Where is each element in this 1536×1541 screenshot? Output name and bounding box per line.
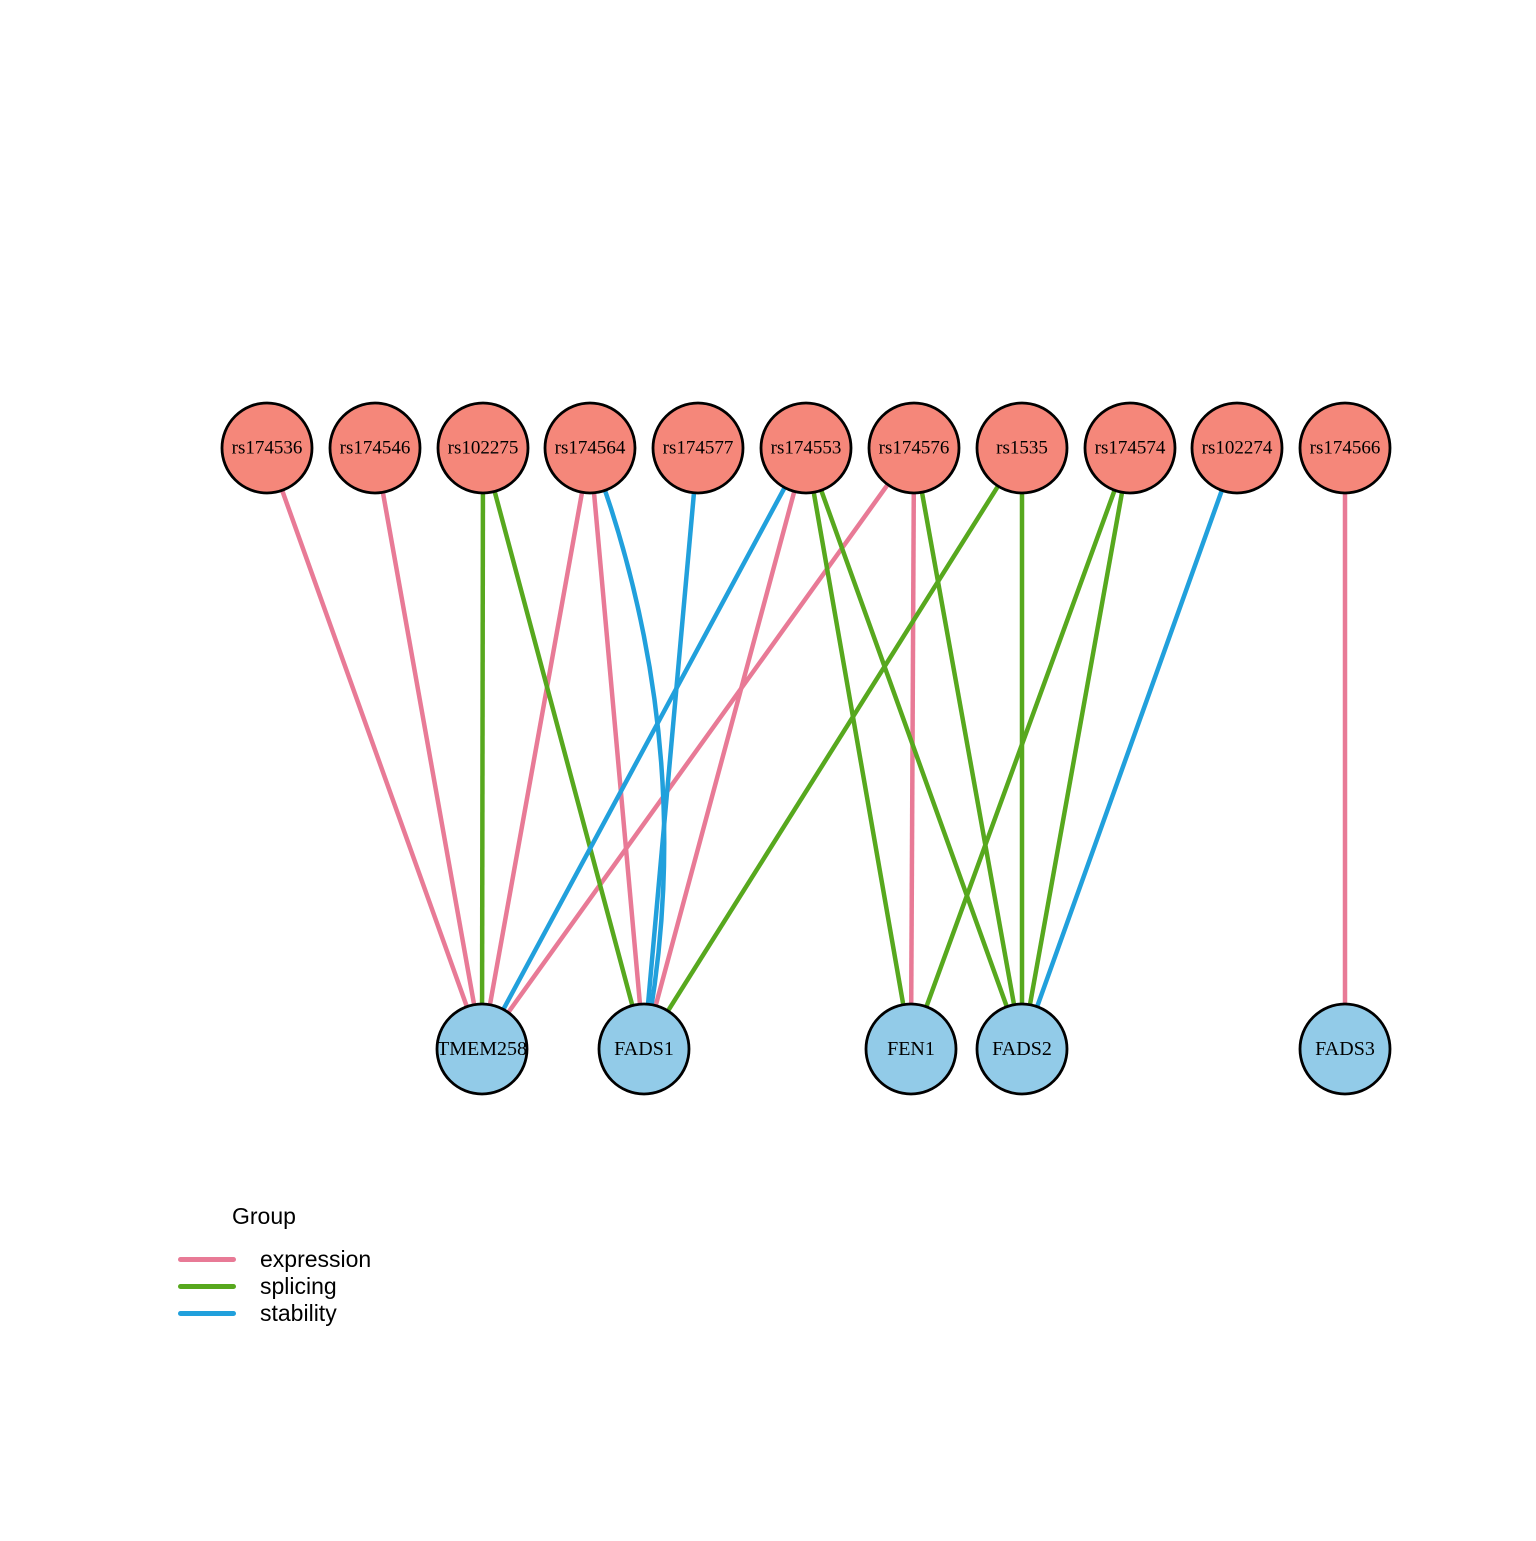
edge-rs174577-FADS1-stability <box>641 447 701 1050</box>
snp-node-circle-rs102274 <box>1190 401 1284 495</box>
snp-node-label-rs1535: rs1535 <box>996 438 1048 459</box>
edge-rs174576-TMEM258-expression <box>480 446 916 1051</box>
snp-node-circle-rs174576 <box>867 401 961 495</box>
snp-node-circle-rs174553 <box>759 401 853 495</box>
snp-node-rs174577: rs174577 <box>651 401 745 495</box>
gene-node-FADS2: FADS2 <box>975 1002 1069 1096</box>
snp-node-label-rs174566: rs174566 <box>1310 438 1381 459</box>
legend-swatch-expression <box>178 1257 236 1262</box>
snp-node-rs174546: rs174546 <box>328 401 422 495</box>
snp-node-rs102274: rs102274 <box>1190 401 1284 495</box>
legend-swatch-splicing <box>178 1284 236 1289</box>
snp-node-circle-rs174564 <box>543 401 637 495</box>
legend-swatch-stability <box>178 1311 236 1316</box>
edge-rs174553-FEN1-splicing <box>803 447 914 1050</box>
edge-rs1535-FADS1-splicing <box>642 446 1024 1051</box>
snp-node-label-rs174546: rs174546 <box>340 438 411 459</box>
edge-rs102275-TMEM258-splicing <box>479 447 486 1050</box>
edge-rs174546-TMEM258-expression <box>372 447 485 1050</box>
snp-node-rs174536: rs174536 <box>220 401 314 495</box>
edge-rs174564-FADS1-expression <box>587 447 647 1050</box>
legend-label-splicing: splicing <box>260 1273 337 1299</box>
legend-title: Group <box>232 1203 296 1229</box>
snp-node-label-rs102275: rs102275 <box>448 438 519 459</box>
snp-node-rs174566: rs174566 <box>1298 401 1392 495</box>
snp-node-label-rs174536: rs174536 <box>232 438 303 459</box>
snp-node-circle-rs174574 <box>1083 401 1177 495</box>
edge-rs174564-TMEM258-expression <box>479 447 593 1050</box>
snp-node-rs102275: rs102275 <box>436 401 530 495</box>
gene-node-circle-FADS1 <box>597 1002 691 1096</box>
snp-node-circle-rs174536 <box>220 401 314 495</box>
snp-node-rs174564: rs174564 <box>543 401 637 495</box>
edge-rs174553-FADS1-expression <box>641 447 809 1050</box>
gene-node-label-FADS1: FADS1 <box>614 1038 674 1060</box>
gene-node-circle-FEN1 <box>864 1002 958 1096</box>
edge-rs174564-FADS1-stability <box>587 447 667 1050</box>
gene-node-label-FEN1: FEN1 <box>887 1038 935 1060</box>
edge-rs174536-TMEM258-expression <box>264 447 485 1050</box>
legend-item-splicing: splicing <box>178 1273 371 1300</box>
snp-node-circle-rs102275 <box>436 401 530 495</box>
snp-node-label-rs174576: rs174576 <box>879 438 950 459</box>
gene-node-circle-FADS3 <box>1298 1002 1392 1096</box>
edge-rs174553-TMEM258-stability <box>480 446 808 1051</box>
edge-rs102275-FADS1-splicing <box>480 447 647 1050</box>
edge-rs174574-FEN1-splicing <box>908 447 1133 1050</box>
edge-rs174576-FADS2-splicing <box>911 447 1025 1050</box>
gene-node-circle-TMEM258 <box>435 1002 529 1096</box>
edge-rs174553-FADS2-splicing <box>803 447 1025 1050</box>
snp-node-circle-rs174546 <box>328 401 422 495</box>
gene-node-FADS3: FADS3 <box>1298 1002 1392 1096</box>
edge-rs102274-FADS2-stability <box>1019 447 1240 1050</box>
snp-node-circle-rs174566 <box>1298 401 1392 495</box>
edge-rs174574-FADS2-splicing <box>1019 447 1133 1050</box>
legend-label-stability: stability <box>260 1300 337 1326</box>
snp-node-rs174576: rs174576 <box>867 401 961 495</box>
gene-node-circle-FADS2 <box>975 1002 1069 1096</box>
gene-node-label-TMEM258: TMEM258 <box>437 1038 527 1060</box>
snp-node-circle-rs1535 <box>975 401 1069 495</box>
snp-node-rs1535: rs1535 <box>975 401 1069 495</box>
legend: Group expression splicing stability <box>178 1203 371 1327</box>
snp-node-label-rs174577: rs174577 <box>663 438 734 459</box>
legend-item-stability: stability <box>178 1300 371 1327</box>
legend-label-expression: expression <box>260 1246 372 1272</box>
snp-node-label-rs174574: rs174574 <box>1095 438 1166 459</box>
gene-node-FEN1: FEN1 <box>864 1002 958 1096</box>
snp-node-label-rs174553: rs174553 <box>771 438 842 459</box>
edges-layer <box>264 446 1348 1051</box>
snp-node-label-rs102274: rs102274 <box>1202 438 1273 459</box>
snp-node-label-rs174564: rs174564 <box>555 438 626 459</box>
snp-node-rs174574: rs174574 <box>1083 401 1177 495</box>
nodes-layer: rs174536 rs174546 rs102275 rs174564 rs174577… <box>220 401 1392 1096</box>
gene-node-label-FADS2: FADS2 <box>992 1038 1052 1060</box>
gene-node-FADS1: FADS1 <box>597 1002 691 1096</box>
gene-node-label-FADS3: FADS3 <box>1315 1038 1375 1060</box>
legend-item-expression: expression <box>178 1246 371 1273</box>
gene-node-TMEM258: TMEM258 <box>435 1002 529 1096</box>
snp-node-rs174553: rs174553 <box>759 401 853 495</box>
snp-node-circle-rs174577 <box>651 401 745 495</box>
